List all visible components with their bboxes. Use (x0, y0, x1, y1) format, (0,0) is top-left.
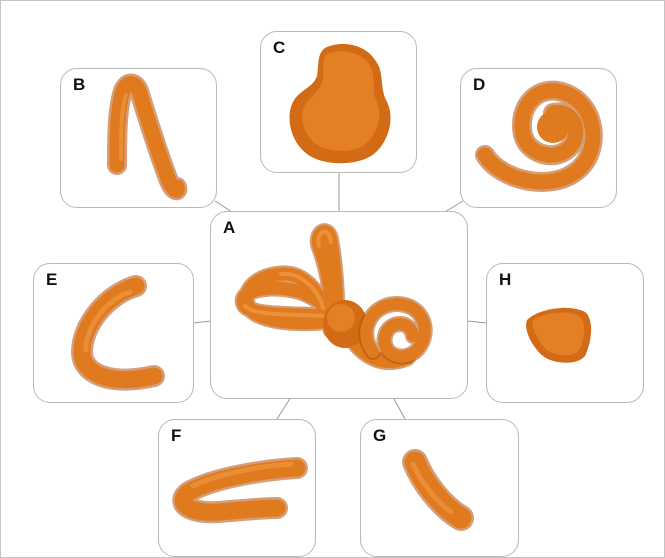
small-lump-illustration (487, 264, 644, 403)
panel-a: A (210, 211, 468, 399)
connector-a-h (467, 321, 487, 323)
connector-a-g (393, 397, 405, 419)
panel-f: F (158, 419, 316, 557)
panel-g: G (360, 419, 519, 557)
panel-h: H (486, 263, 644, 403)
whole-inner-ear-illustration (211, 212, 468, 399)
panel-c: C (260, 31, 417, 173)
panel-b: B (60, 68, 217, 208)
c-shaped-canal-illustration (34, 264, 194, 403)
looped-canal-illustration (159, 420, 316, 557)
panel-d: D (460, 68, 617, 208)
short-tube-illustration (361, 420, 519, 557)
connector-a-e (193, 321, 211, 323)
spiral-illustration (461, 69, 617, 208)
sac-illustration (261, 32, 417, 173)
connector-a-f (277, 397, 291, 419)
panel-e: E (33, 263, 194, 403)
bent-tube-illustration (61, 69, 217, 208)
